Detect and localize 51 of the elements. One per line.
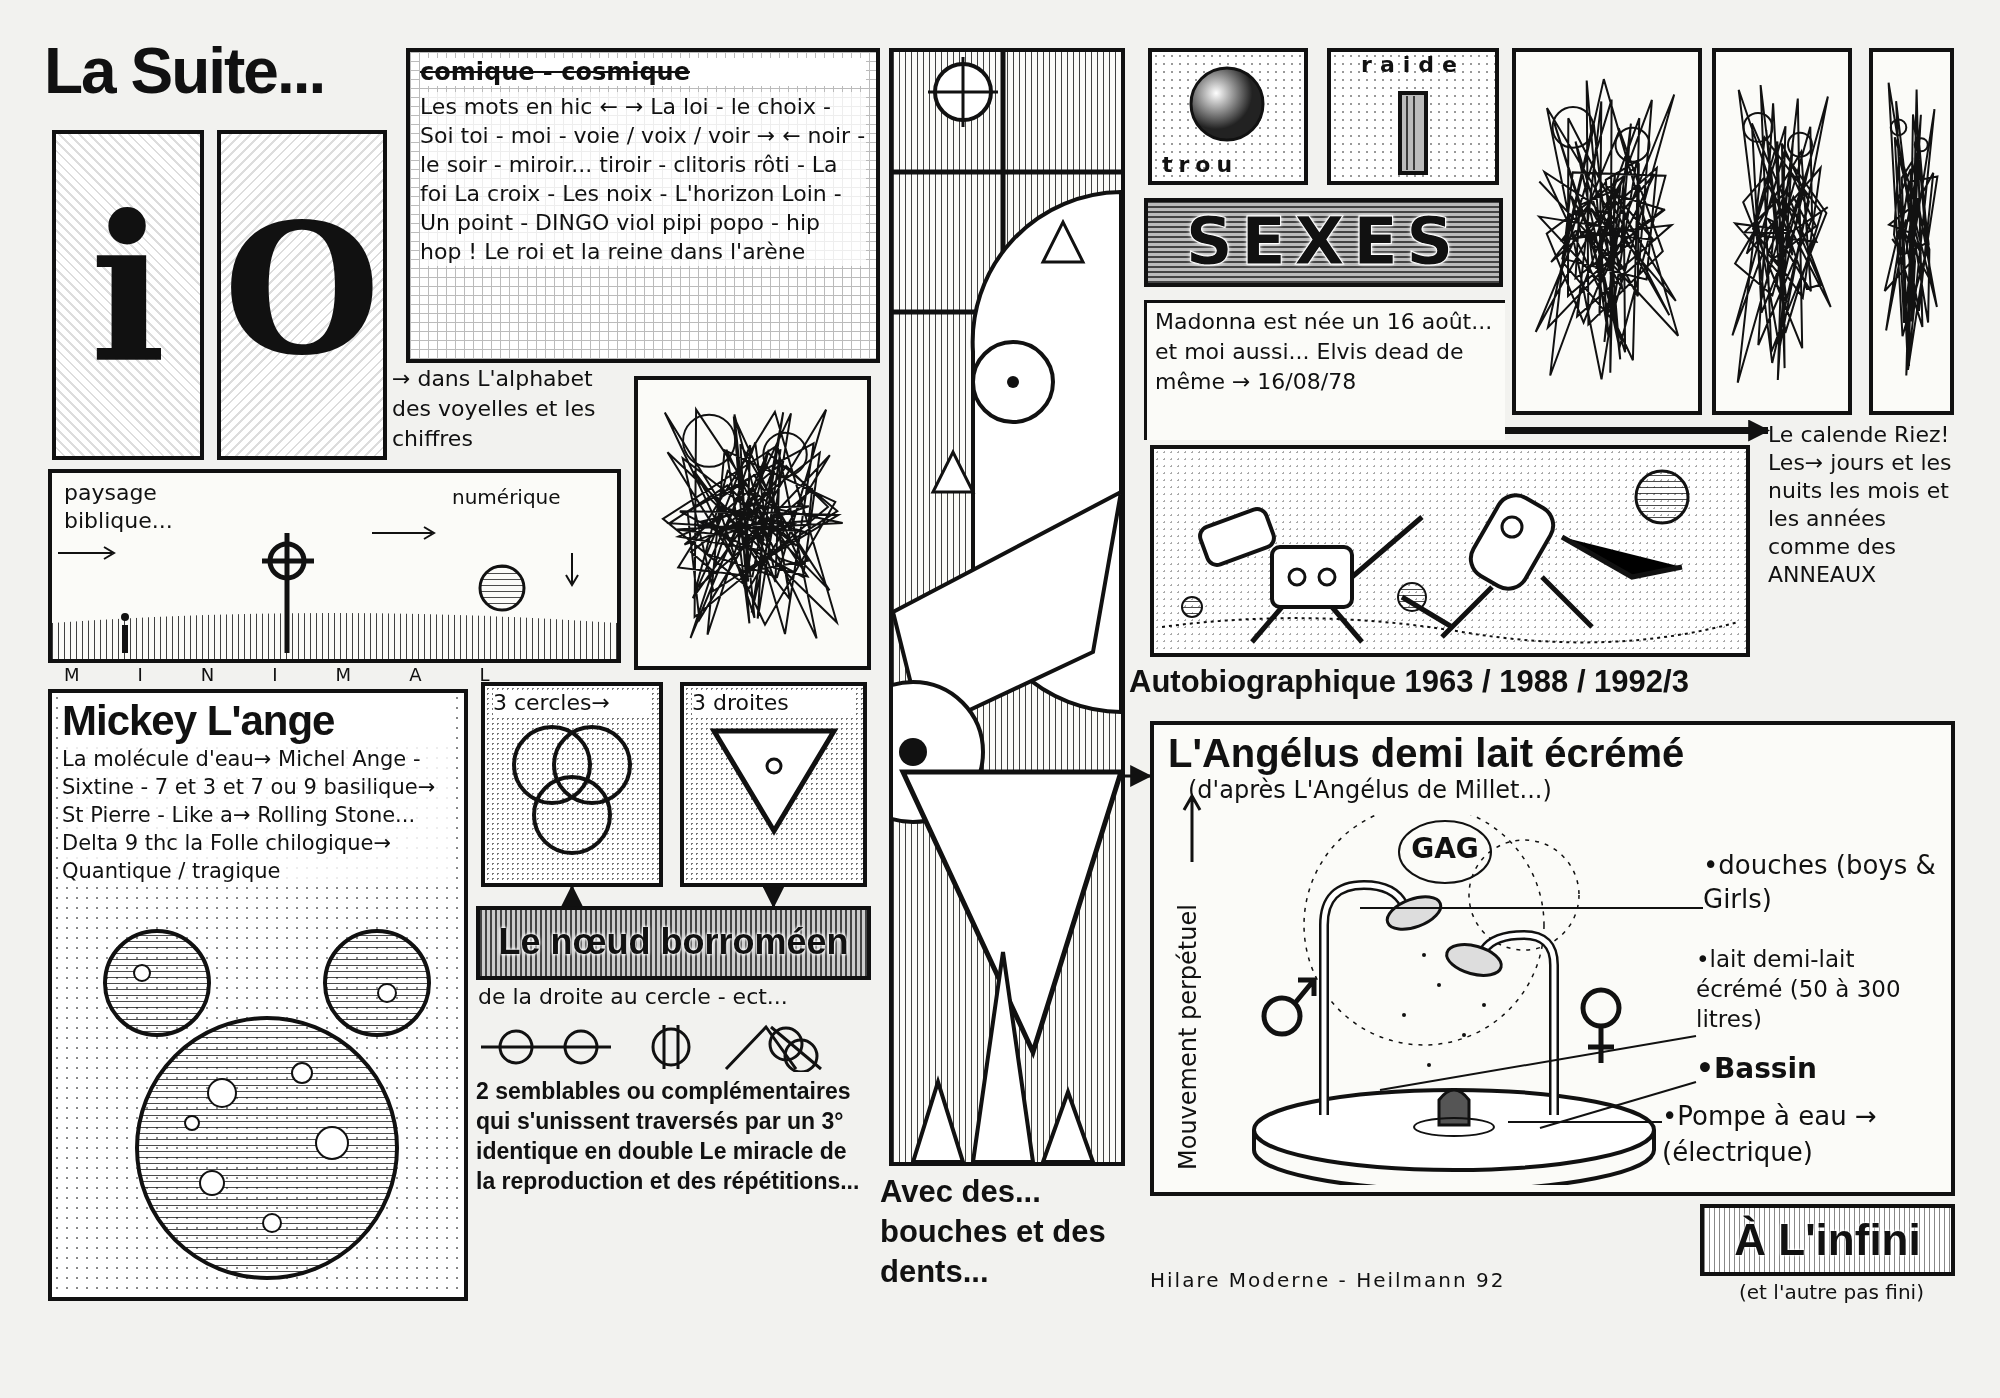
caption-text: MINIMAL	[63, 664, 549, 687]
panel-text: raide	[1360, 52, 1466, 77]
panel-text: 3 droites	[692, 690, 855, 715]
panel-text: trou	[1162, 152, 1239, 177]
caption-text: Le calende Riez! Les→ jours et les nuits les mois et les années comme des ANNEAUX	[1768, 421, 1964, 657]
panel-heading: comique - cosmique	[420, 58, 866, 86]
arrow	[762, 886, 785, 909]
illustration-panel	[1712, 48, 1852, 415]
panel-heading: À L'infini	[1733, 1214, 1922, 1266]
panel-text: Les mots en hic ← → La loi - le choix - Soi toi - moi - voie / voix / voir → ← noir - le soir - miroir... tiroir - clitoris rôti - La foi La croix - Les noix - L'horizon Loin - Un point - DINGO viol pipi popo - hip hop ! Le roi et la reine dans l'arène	[420, 92, 866, 266]
illustration-panel	[1512, 48, 1702, 415]
comic-panel	[1150, 721, 1955, 1196]
caption-text: Mouvement perpétuel	[1174, 903, 1203, 1170]
panel-text: paysage biblique...	[64, 479, 174, 535]
leader-line	[1379, 1035, 1697, 1091]
comic-panel	[48, 469, 621, 663]
panel-heading: L'Angélus demi lait écrémé	[1168, 731, 1937, 776]
panel-text: 3 cercles→	[493, 690, 651, 715]
panel-text: (et l'autre pas fini)	[1738, 1280, 1925, 1304]
leader-line	[1359, 907, 1704, 909]
leader-line	[1539, 1081, 1697, 1129]
comic-panel	[217, 130, 387, 460]
comic-panel	[406, 48, 880, 363]
comic-panel	[48, 689, 468, 1301]
big-letter: O	[222, 182, 382, 396]
comic-panel	[481, 682, 663, 887]
comic-panel	[1327, 48, 1499, 185]
caption-text: de la droite au cercle - ect...	[478, 984, 789, 1011]
panel-text: (d'après L'Angélus de Millet...)	[1188, 776, 1553, 804]
callout-label: •lait demi-lait écrémé (50 à 300 litres)	[1696, 944, 1946, 1044]
caption-text: Autobiographique 1963 / 1988 / 1992/3	[1129, 664, 1690, 701]
comic-panel	[52, 130, 204, 460]
panel-text: numérique	[452, 485, 561, 509]
callout-label: •douches (boys & Girls)	[1703, 848, 1943, 922]
illustration-panel	[1869, 48, 1954, 415]
callout-label: •Pompe à eau → (électrique)	[1662, 1098, 1947, 1182]
big-letter: i	[89, 170, 167, 408]
leader-line	[1507, 1121, 1663, 1123]
signature-text: Hilare Moderne - Heilmann 92	[1150, 1268, 1507, 1294]
comic-panel	[680, 682, 867, 887]
arrow	[1125, 765, 1153, 787]
panel-text: Madonna est née un 16 août... et moi aussi... Elvis dead de même → 16/08/78	[1155, 308, 1494, 396]
title: La Suite...	[44, 34, 326, 109]
arrow	[561, 884, 583, 907]
text-box	[1144, 300, 1505, 440]
callout-label: •Bassin	[1696, 1052, 1896, 1090]
paragraph-text: 2 semblables ou complémentaires qui s'unissent traversés par un 3° identique en double Le miracle de la reproduction et des répétitions...	[476, 1077, 861, 1196]
caption-text: → dans L'alphabet des voyelles et les chiffres	[392, 365, 597, 453]
caption-text: Avec des... bouches et des dents...	[880, 1173, 1107, 1291]
caption-text: GAG	[1410, 832, 1480, 867]
comic-panel	[1148, 48, 1308, 185]
